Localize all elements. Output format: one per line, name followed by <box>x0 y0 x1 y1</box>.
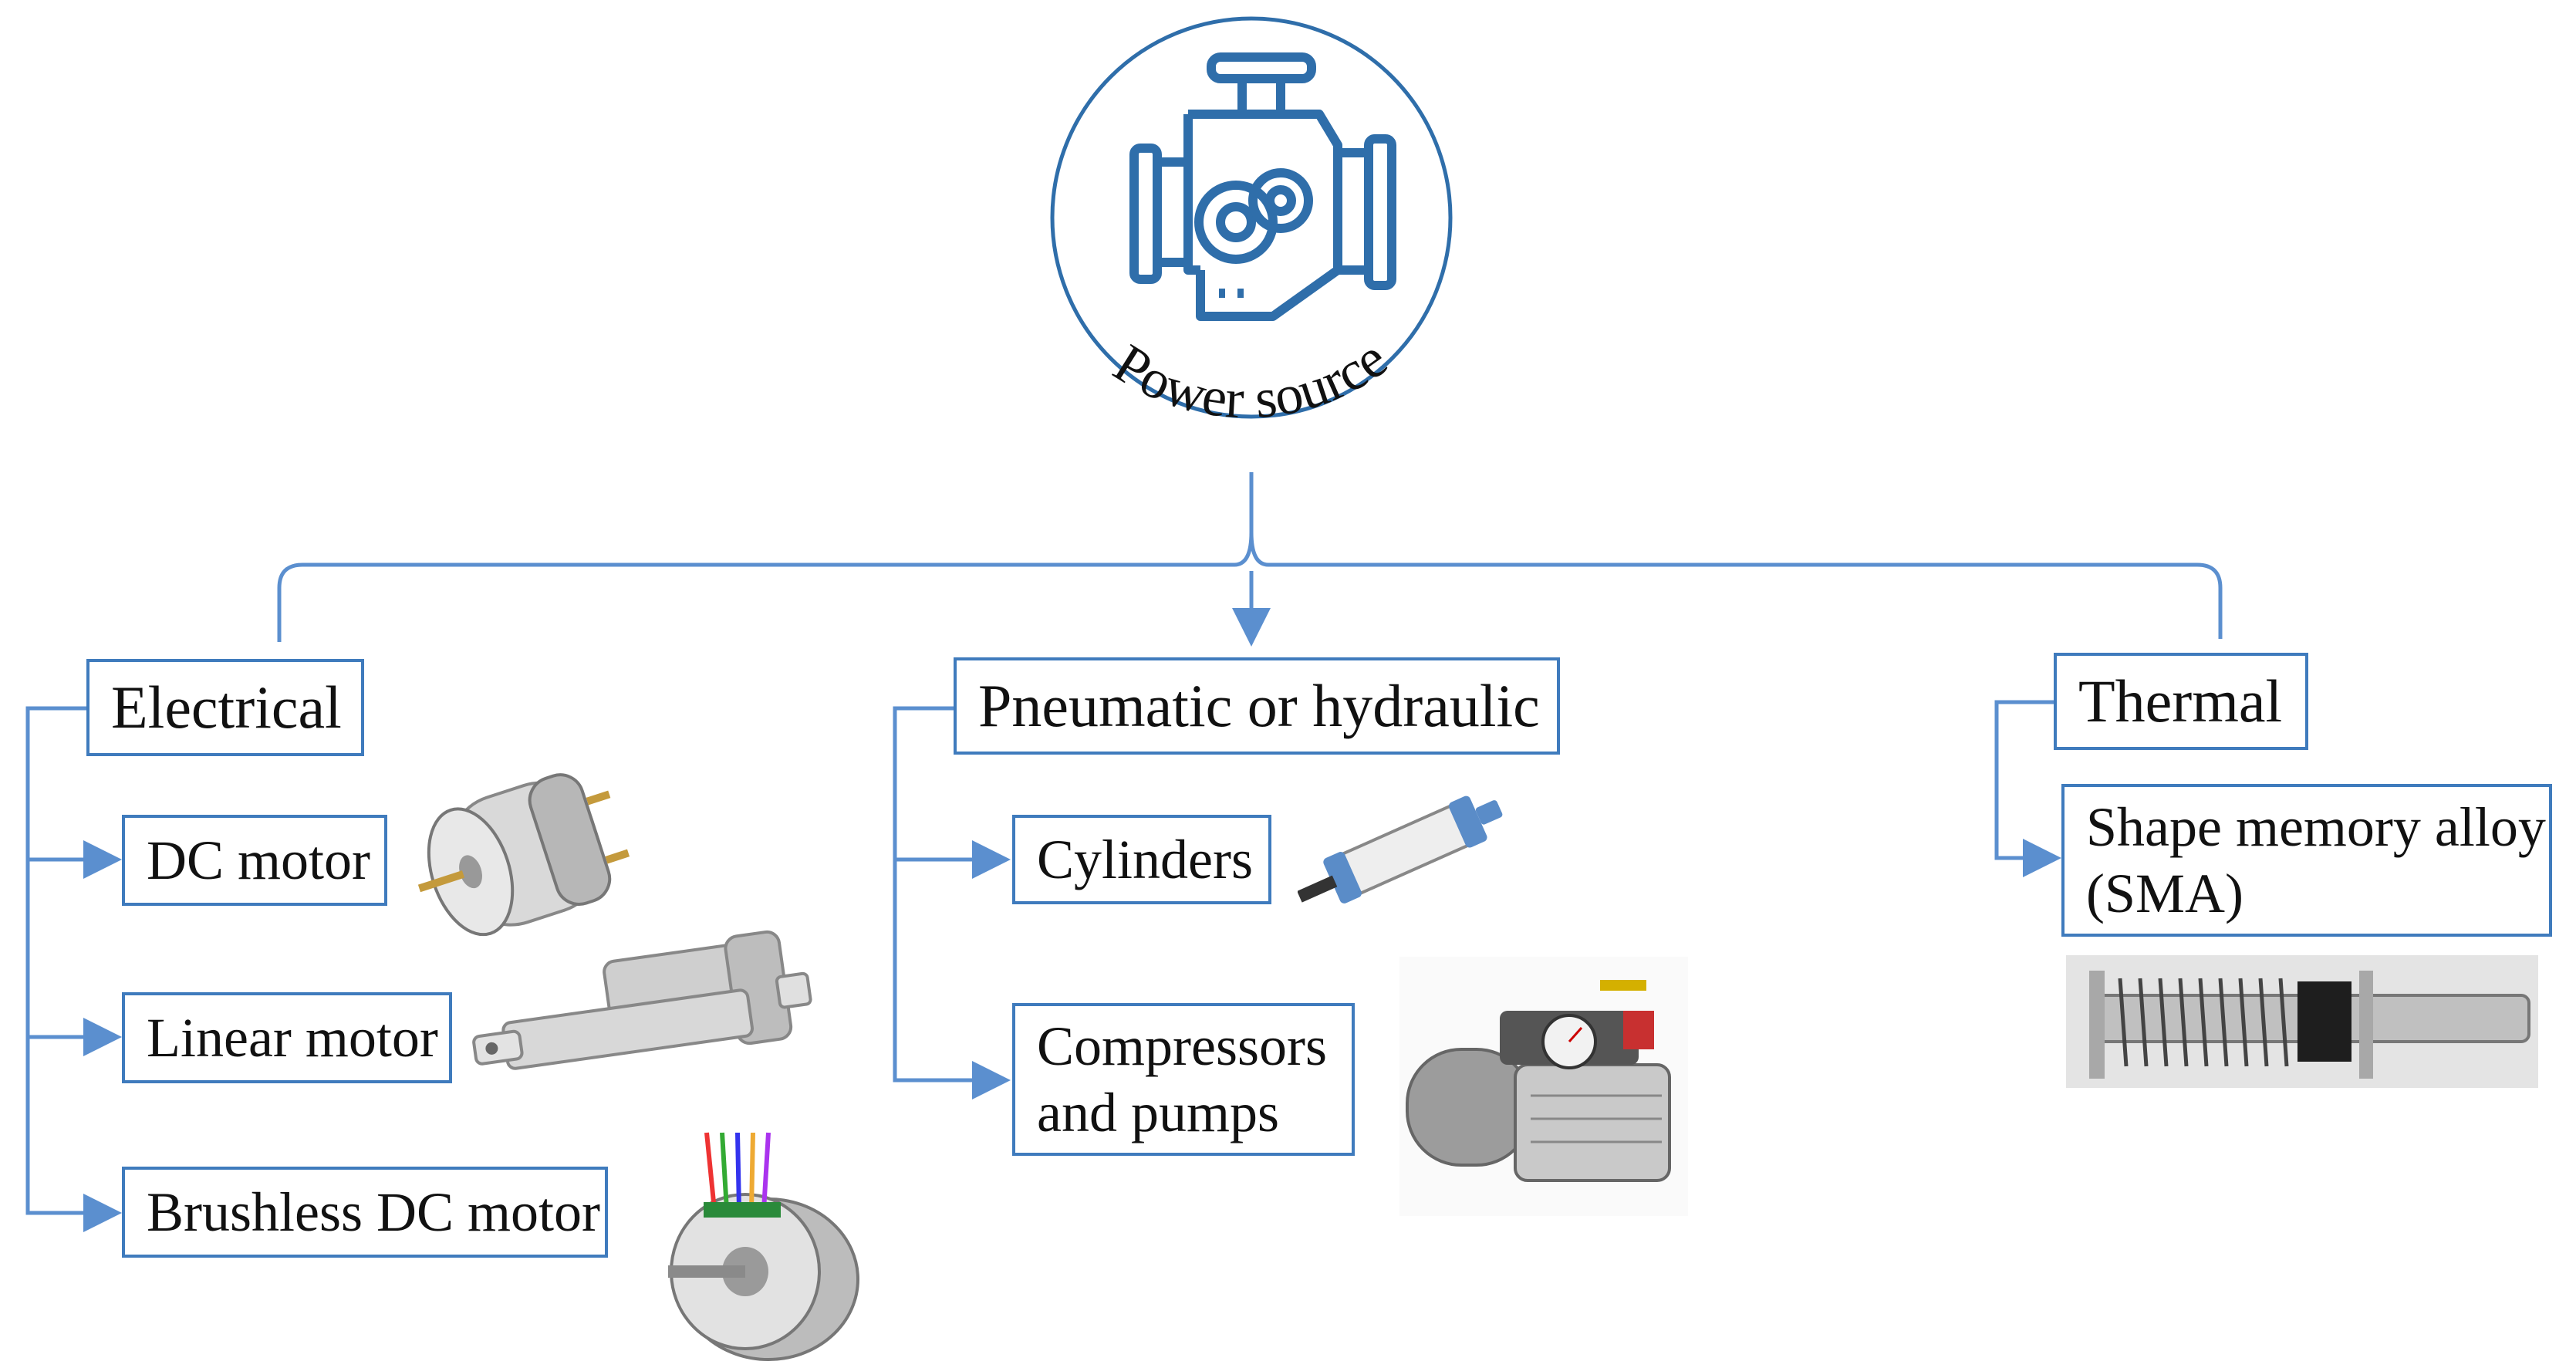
item-cylinders: Cylinders <box>1012 815 1271 904</box>
item-brushless-dc-motor: Brushless DC motor <box>122 1167 608 1258</box>
dc-motor-image <box>400 735 651 981</box>
engine-gears-icon <box>1129 52 1396 321</box>
item-linear-motor: Linear motor <box>122 992 452 1083</box>
linear-motor-image <box>472 930 812 1070</box>
pneumatic-trunk <box>893 706 1003 1083</box>
category-pneumatic-hydraulic: Pneumatic or hydraulic <box>954 657 1560 755</box>
item-compressors-pumps: Compressors and pumps <box>1012 1003 1355 1156</box>
item-dc-motor-label: DC motor <box>147 829 371 891</box>
item-shape-memory-alloy: Shape memory alloy (SMA) <box>2061 784 2552 937</box>
item-cylinders-label: Cylinders <box>1037 828 1253 890</box>
cylinder-image <box>1298 787 1511 915</box>
category-electrical: Electrical <box>86 659 364 756</box>
thermal-trunk <box>1994 700 2061 877</box>
item-compressors-label: Compressors and pumps <box>1037 1015 1327 1143</box>
item-bldc-label: Brushless DC motor <box>147 1181 601 1243</box>
item-sma-label: Shape memory alloy (SMA) <box>2086 795 2546 924</box>
item-linear-motor-label: Linear motor <box>147 1006 438 1069</box>
shape-memory-alloy-image <box>2066 955 2538 1088</box>
category-thermal: Thermal <box>2054 653 2308 750</box>
brace-top <box>277 472 2223 642</box>
category-pneumatic-label: Pneumatic or hydraulic <box>978 672 1540 740</box>
electrical-trunk <box>25 706 114 1215</box>
category-electrical-label: Electrical <box>111 674 342 741</box>
brushless-dc-motor-image <box>660 1117 861 1364</box>
category-thermal-label: Thermal <box>2078 667 2283 735</box>
item-dc-motor: DC motor <box>122 815 387 906</box>
power-source-node: Power source <box>1050 16 1453 430</box>
compressor-pump-image <box>1399 957 1688 1216</box>
